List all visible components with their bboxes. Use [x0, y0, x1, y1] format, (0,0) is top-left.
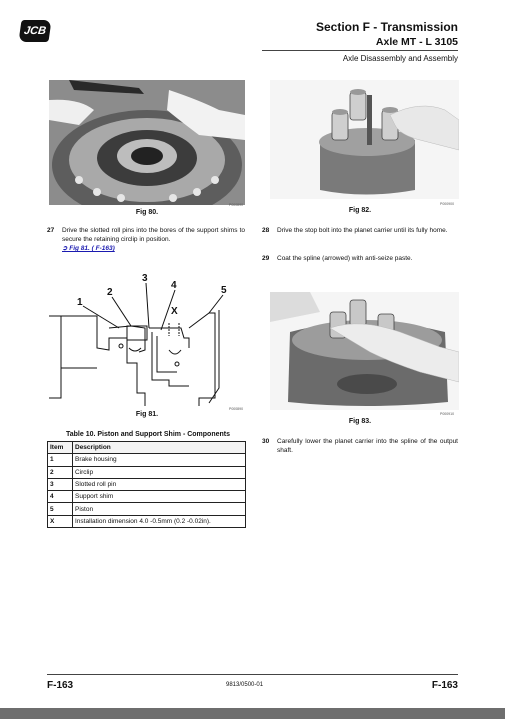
fig80-caption: Fig 80. — [135, 209, 159, 216]
footer-rule — [47, 674, 458, 675]
step-27-text: Drive the slotted roll pins into the bor… — [62, 227, 245, 243]
row-item: 1 — [47, 453, 73, 467]
step-29: 29 Coat the spline (arrowed) with anti-s… — [262, 254, 458, 264]
step-30-text: Carefully lower the planet carrier into … — [277, 438, 458, 454]
row-description: Support shim — [72, 490, 246, 504]
row-description: Brake housing — [72, 453, 246, 467]
step-29-number: 29 — [262, 255, 270, 262]
header-description: Description — [72, 440, 246, 455]
callout-1: 1 — [77, 297, 83, 308]
section-subtitle: Axle MT - L 3105 — [375, 36, 458, 48]
scan-edge-bar — [0, 708, 505, 719]
document-number: 9813/0500-01 — [226, 682, 264, 688]
components-table: Item Description 1 Brake housing 2 Circl… — [47, 440, 246, 529]
fig82-photo — [270, 80, 459, 199]
jcb-logo: JCB — [18, 20, 52, 42]
table-row: 3 Slotted roll pin — [47, 477, 246, 492]
planet-carrier-lowering-image — [270, 292, 459, 410]
fig81-link[interactable]: ➲ Fig 81. ( F-163) — [62, 245, 115, 252]
step-27-number: 27 — [47, 227, 55, 234]
row-item: 5 — [47, 502, 73, 516]
piston-support-shim-diagram: 1 2 3 4 5 X — [49, 273, 227, 406]
hub-with-hammer-image — [49, 80, 245, 205]
row-item: X — [47, 514, 73, 529]
row-item: 2 — [47, 465, 73, 479]
step-29-text: Coat the spline (arrowed) with anti-seiz… — [277, 255, 413, 262]
callout-5: 5 — [221, 285, 227, 296]
fig81-drawing: 1 2 3 4 5 X — [49, 268, 245, 406]
fig82-code: P000900 — [440, 202, 455, 206]
table-row: 2 Circlip — [47, 465, 246, 479]
table-row: 1 Brake housing — [47, 453, 246, 467]
callout-4: 4 — [171, 280, 177, 291]
table-header-row: Item Description — [47, 440, 246, 455]
fig80-code: P000890 — [229, 203, 244, 207]
step-27: 27 Drive the slotted roll pins into the … — [47, 226, 245, 256]
callout-2: 2 — [107, 287, 113, 298]
table-title: Table 10. Piston and Support Shim - Comp… — [66, 431, 230, 438]
header-rule — [262, 50, 458, 51]
fig81-code: P000890 — [229, 407, 244, 411]
table-row: 4 Support shim — [47, 490, 246, 504]
header-item: Item — [47, 440, 73, 455]
row-description: Circlip — [72, 465, 246, 479]
fig81-caption: Fig 81. — [135, 411, 159, 418]
step-28: 28 Drive the stop bolt into the planet c… — [262, 226, 458, 246]
fig83-photo — [270, 292, 459, 410]
step-30: 30 Carefully lower the planet carrier in… — [262, 437, 458, 457]
page-number-right: F-163 — [431, 680, 458, 691]
step-28-number: 28 — [262, 227, 270, 234]
callout-x: X — [171, 306, 178, 317]
row-description: Slotted roll pin — [72, 477, 246, 492]
row-description: Piston — [72, 502, 246, 516]
row-description: Installation dimension 4.0 -0.5mm (0.2 -… — [72, 514, 246, 529]
table-row: 5 Piston — [47, 502, 246, 516]
topic-heading: Axle Disassembly and Assembly — [342, 54, 458, 63]
step-30-number: 30 — [262, 438, 270, 445]
callout-3: 3 — [142, 273, 148, 284]
row-item: 4 — [47, 490, 73, 504]
fig83-caption: Fig 83. — [348, 418, 372, 425]
section-title: Section F - Transmission — [315, 20, 458, 34]
step-28-text: Drive the stop bolt into the planet carr… — [277, 227, 448, 234]
planet-carrier-image — [270, 80, 459, 199]
row-item: 3 — [47, 477, 73, 492]
table-row: X Installation dimension 4.0 -0.5mm (0.2… — [47, 514, 246, 529]
fig82-caption: Fig 82. — [348, 207, 372, 214]
fig83-code: P000910 — [440, 412, 455, 416]
fig80-photo — [49, 80, 245, 205]
page-number-left: F-163 — [47, 680, 74, 691]
